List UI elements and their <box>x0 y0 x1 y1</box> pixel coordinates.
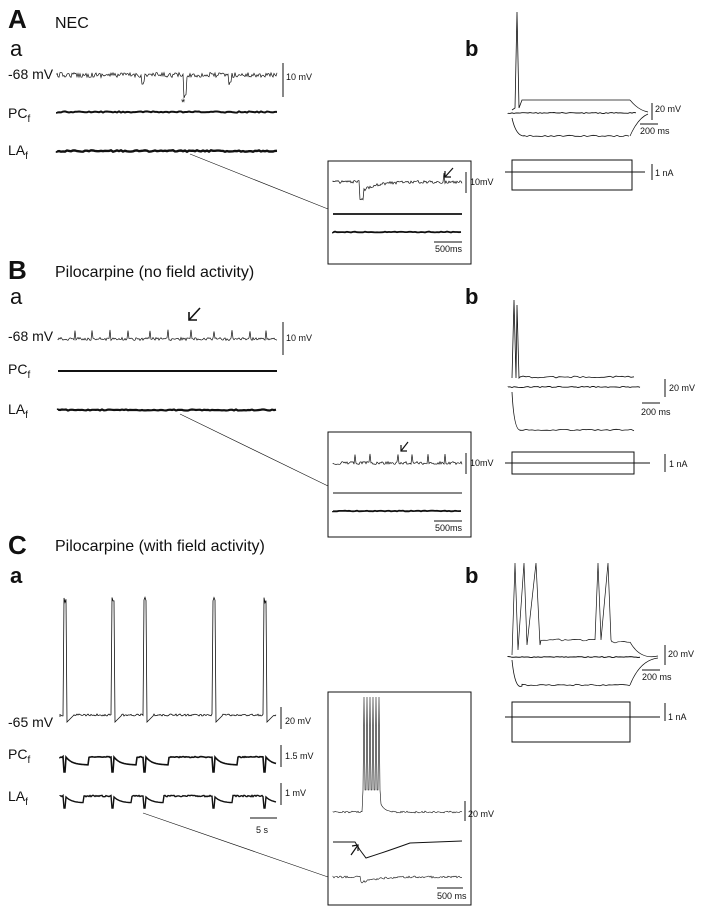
panel-a-sub-b: b <box>465 36 479 61</box>
panel-b-inset-scale-t: 500ms <box>435 523 463 533</box>
panel-b-vm-label: -68 mV <box>8 328 54 344</box>
panel-c-scale-vm: 20 mV <box>285 716 312 726</box>
panel-c-inset-scale-v: 20 mV <box>468 809 495 819</box>
panel-a-vm-label: -68 mV <box>8 66 54 82</box>
panel-a-inset-vm-trace <box>332 172 463 201</box>
panel-b-b-spikes <box>511 299 635 379</box>
panel-c-b-scale-i: 1 nA <box>668 712 687 722</box>
panel-c-b-spikes <box>511 562 631 656</box>
panel-c-condition: Pilocarpine (with field activity) <box>55 538 265 555</box>
panel-c-inset-arrow-icon <box>350 844 359 856</box>
panel-c-la-label: LAf <box>8 788 28 808</box>
panel-c-inset-scale-t: 500 ms <box>437 891 467 901</box>
trace-layer <box>55 11 659 884</box>
panel-b-inset-box <box>327 431 472 538</box>
panel-a-star: * <box>181 97 186 109</box>
panel-c-inset-la-trace <box>332 875 462 884</box>
panel-a-inset-scale-t: 500ms <box>435 244 463 254</box>
panel-a-b-mid <box>507 112 637 114</box>
panel-a-sub-a: a <box>10 36 23 61</box>
panel-b-letter: B <box>8 255 27 285</box>
panel-a-pc-trace <box>56 110 277 114</box>
panel-a-b-scale-i: 1 nA <box>655 168 674 178</box>
panel-c-b-scale-v: 20 mV <box>668 649 695 659</box>
panel-b-arrow-icon <box>188 307 201 321</box>
panel-c-inset-vm-trace <box>332 696 463 814</box>
panel-a-condition: NEC <box>55 15 89 32</box>
panel-b-inset-scale-v: 10mV <box>470 458 494 468</box>
panel-a-connector <box>189 153 329 210</box>
static-layer <box>142 63 666 906</box>
panel-c-connector <box>142 812 329 878</box>
panel-b-b-mid <box>507 386 641 388</box>
panel-a-inset-scale-v: 10mV <box>470 177 494 187</box>
panel-a-b-scale-v: 20 mV <box>655 104 682 114</box>
panel-b-sub-b: b <box>465 284 479 309</box>
panel-c-pc-label: PCf <box>8 746 31 766</box>
panel-c-la-trace <box>59 793 277 809</box>
panel-c-vm-label: -65 mV <box>8 714 54 730</box>
panel-c-scale-la: 1 mV <box>285 788 307 798</box>
panel-c-step-box <box>511 701 631 743</box>
panel-b-scale-vm: 10 mV <box>286 333 313 343</box>
panel-c-scale-t: 5 s <box>256 825 269 835</box>
panel-a-vm-trace <box>56 71 278 99</box>
panel-a-b-tail <box>629 99 649 137</box>
panel-c-inset-pc-trace <box>333 840 463 859</box>
panel-a-la-label: LAf <box>8 142 28 162</box>
panel-b-inset-arrow-icon <box>400 441 409 452</box>
panel-b-connector <box>179 413 329 487</box>
panel-c-letter: C <box>8 530 27 560</box>
panel-c-b-scale-t: 200 ms <box>642 672 672 682</box>
panel-a-inset-arrow-icon <box>444 167 454 178</box>
panel-a-inset-la-trace <box>332 230 462 234</box>
panel-a-pc-label: PCf <box>8 105 31 125</box>
panel-c-scale-pc: 1.5 mV <box>285 751 314 761</box>
panel-a-b-low <box>511 117 630 138</box>
panel-b-b-low <box>511 391 635 432</box>
panel-c-sub-a: a <box>10 563 23 588</box>
panel-a-b-scale-t: 200 ms <box>640 126 670 136</box>
panel-b-inset-la-trace <box>332 509 462 513</box>
panel-b-condition: Pilocarpine (no field activity) <box>55 264 255 281</box>
panel-a-inset-box <box>327 160 472 265</box>
panel-b-inset-vm-trace <box>332 453 463 466</box>
panel-c-b-tail <box>629 641 659 686</box>
panel-b-b-scale-i: 1 nA <box>669 459 688 469</box>
panel-b-la-label: LAf <box>8 401 28 421</box>
panel-c-vm-trace <box>59 596 277 723</box>
panel-b-vm-trace <box>57 329 278 342</box>
panel-a-step-box <box>511 159 633 191</box>
panel-a-scale-vm: 10 mV <box>286 72 313 82</box>
panel-c-b-mid <box>507 655 641 659</box>
panel-c-inset-box <box>327 691 472 906</box>
panel-b-sub-a: a <box>10 284 23 309</box>
panel-b-b-scale-t: 200 ms <box>641 407 671 417</box>
panel-a-b-spike <box>511 11 630 111</box>
panel-c-b-low <box>511 659 631 687</box>
panel-b-b-scale-v: 20 mV <box>669 383 696 393</box>
panel-c-sub-b: b <box>465 563 479 588</box>
panel-c-pc-trace <box>59 754 277 773</box>
panel-a-la-trace <box>55 148 278 154</box>
panel-b-pc-label: PCf <box>8 361 31 381</box>
panel-b-la-trace <box>56 408 277 412</box>
panel-a-letter: A <box>8 4 27 34</box>
